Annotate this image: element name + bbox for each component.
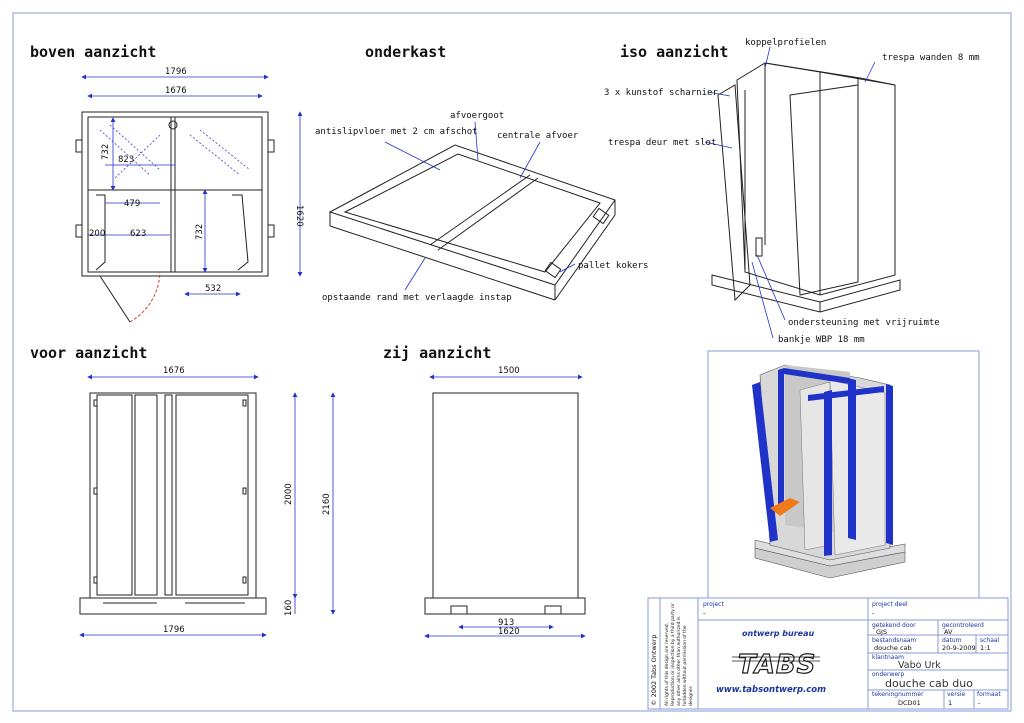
tb-drawn-by-label: getekend door xyxy=(872,622,916,629)
callout-raised-rim: opstaande rand met verlaagde instap xyxy=(322,293,512,303)
svg-text:TABS: TABS xyxy=(738,650,816,680)
tb-date-value: 20-9-2009 xyxy=(942,644,976,652)
tb-drawing-no-label: tekeningnummer xyxy=(872,691,924,698)
front-view-drawing xyxy=(79,392,267,615)
tb-client-value: Vabo Urk xyxy=(898,660,941,671)
heading-front-view: voor aanzicht xyxy=(30,344,147,362)
tb-filename-value: douche cab xyxy=(874,644,912,652)
tb-subject-value: douche cab duo xyxy=(885,677,973,690)
heading-iso: iso aanzicht xyxy=(620,43,728,61)
tb-client-label: klantnaam xyxy=(872,654,904,661)
title-block xyxy=(647,597,1009,710)
callout-coupling-profiles: koppelprofielen xyxy=(745,38,826,48)
tb-checked-value: AV xyxy=(944,628,953,636)
tb-rights-text: All rights of this design are reserved. … xyxy=(664,602,694,706)
dim-front-total-height: 2160 xyxy=(322,493,332,515)
tb-checked-label: gecontroleerd xyxy=(942,622,984,629)
dim-532: 532 xyxy=(205,284,221,294)
dim-479: 479 xyxy=(124,199,140,209)
tb-version-label: versie xyxy=(947,691,966,698)
dim-623: 623 xyxy=(130,229,146,239)
sheet-frame xyxy=(12,12,1012,712)
callout-bench: bankje WBP 18 mm xyxy=(778,335,865,345)
dim-front-base-height: 160 xyxy=(284,600,294,616)
dim-200: 200 xyxy=(89,229,105,239)
tabs-logo: TABS xyxy=(732,649,820,681)
base-leader-lines xyxy=(384,121,576,291)
iso-leader-lines xyxy=(704,46,876,339)
callout-antislip-floor: antislipvloer met 2 cm afschot xyxy=(315,127,478,137)
callout-pallet-tubes: pallet kokers xyxy=(578,261,648,271)
door-swing-arc xyxy=(129,271,161,323)
tb-drawing-no-value: DCD01 xyxy=(898,699,921,707)
side-view-dimensions xyxy=(424,374,586,639)
tb-scale-value: 1:1 xyxy=(980,644,990,652)
dim-front-top-width: 1676 xyxy=(163,366,185,376)
callout-trespa-door: trespa deur met slot xyxy=(608,138,716,148)
tb-drawn-by-value: GJS xyxy=(876,628,887,636)
tb-filename-label: bestandsnaam xyxy=(872,637,917,644)
dim-inner-width: 1676 xyxy=(165,86,187,96)
callout-support: ondersteuning met vrijruimte xyxy=(788,318,940,328)
tb-project-label: project xyxy=(703,601,724,608)
dim-side-width: 1500 xyxy=(498,366,520,376)
tb-version-value: 1 xyxy=(948,699,952,707)
dim-732a: 732 xyxy=(101,144,111,160)
tb-bureau: ontwerp bureau xyxy=(742,629,814,638)
top-view-dimensions xyxy=(81,74,303,297)
tb-project-part-label: project deel xyxy=(872,601,908,608)
tb-copyright: © 2002 Tabs Ontwerp xyxy=(650,634,658,706)
base-tray-drawing xyxy=(328,144,616,301)
dim-732b: 732 xyxy=(195,224,205,240)
top-view-slope-marks xyxy=(99,124,251,179)
tb-website: www.tabsontwerp.com xyxy=(716,685,826,695)
tb-scale-label: schaal xyxy=(980,637,1000,644)
heading-side-view: zij aanzicht xyxy=(383,344,491,362)
tb-project-value: - xyxy=(703,609,706,617)
render-preview-panel xyxy=(707,350,980,599)
tb-project-part-value: - xyxy=(872,609,875,617)
callout-trespa-walls: trespa wanden 8 mm xyxy=(882,53,980,63)
callout-hinges: 3 x kunstof scharnier xyxy=(604,88,718,98)
heading-base: onderkast xyxy=(365,43,446,61)
top-view-drawing xyxy=(75,111,275,323)
dim-823: 823 xyxy=(118,155,134,165)
tb-subject-label: onderwerp xyxy=(872,671,905,678)
dim-side-bottom-width: 1620 xyxy=(498,627,520,637)
front-view-dimensions xyxy=(79,374,336,638)
heading-top-view: boven aanzicht xyxy=(30,43,156,61)
side-view-drawing xyxy=(424,392,586,615)
tb-format-label: formaat xyxy=(977,691,1001,698)
callout-gutter: afvoergoot xyxy=(450,111,504,121)
iso-line-drawing xyxy=(711,62,901,313)
dim-outer-width: 1796 xyxy=(165,67,187,77)
tb-format-value: - xyxy=(978,699,981,707)
dim-depth: 1620 xyxy=(294,205,304,227)
dim-front-bottom-width: 1796 xyxy=(163,625,185,635)
callout-central-drain: centrale afvoer xyxy=(497,131,579,141)
dim-side-pallet-spacing: 913 xyxy=(498,618,514,628)
dim-front-inner-height: 2000 xyxy=(284,483,294,505)
tb-date-label: datum xyxy=(942,637,962,644)
